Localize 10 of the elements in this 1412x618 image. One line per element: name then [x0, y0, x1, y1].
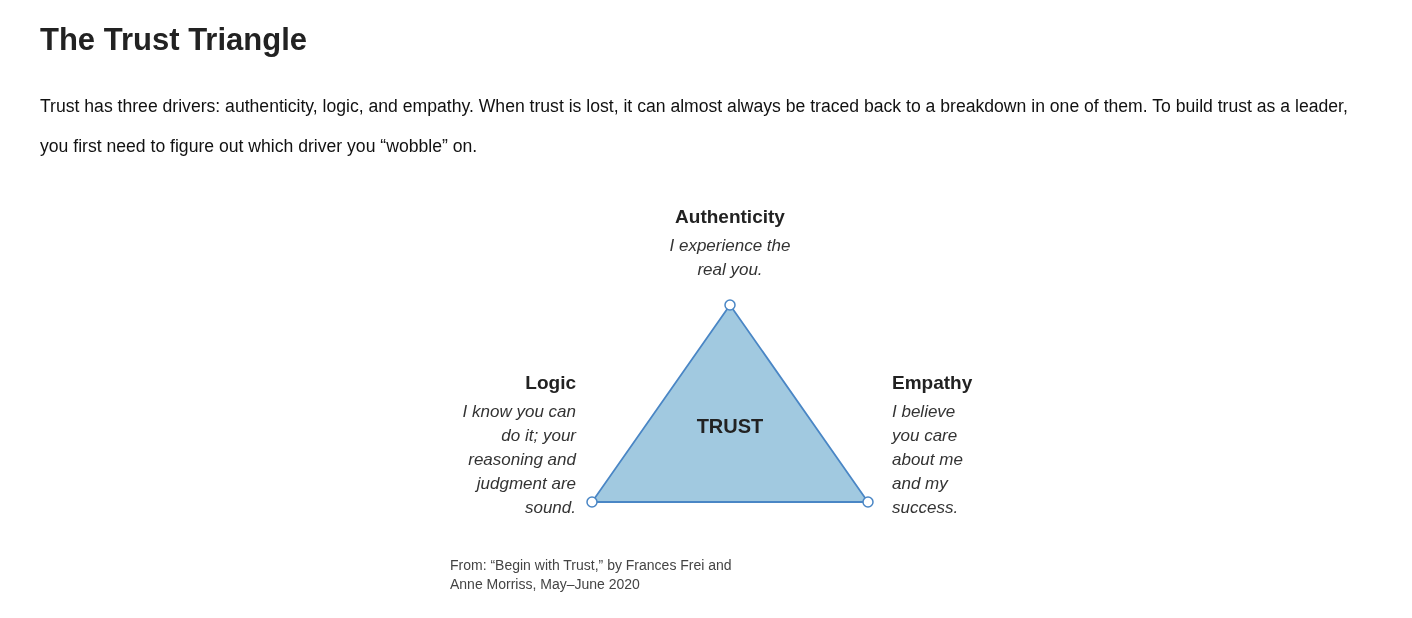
driver-description: I experience the real you.: [668, 235, 792, 281]
triangle-label: TRUST: [695, 415, 765, 438]
title: The Trust Triangle: [40, 22, 307, 58]
source-caption: From: “Begin with Trust,” by Frances Frei and Anne Morriss, May–June 2020: [450, 556, 733, 594]
driver-heading: Empathy: [892, 372, 974, 394]
intro-paragraph: Trust has three drivers: authenticity, logic, and empathy. When trust is lost, it can almost always be traced back to a breakdown in one of them. To build trust as a leader, you first need to figure out which driver you “wobble” on.: [40, 95, 1349, 158]
driver-heading: Logic: [524, 372, 576, 394]
driver-description: I believe you care about me and my success.: [892, 401, 964, 519]
driver-heading: Authenticity: [674, 206, 786, 228]
driver-description: I know you can do it; your reasoning and judgment are sound.: [461, 401, 576, 519]
